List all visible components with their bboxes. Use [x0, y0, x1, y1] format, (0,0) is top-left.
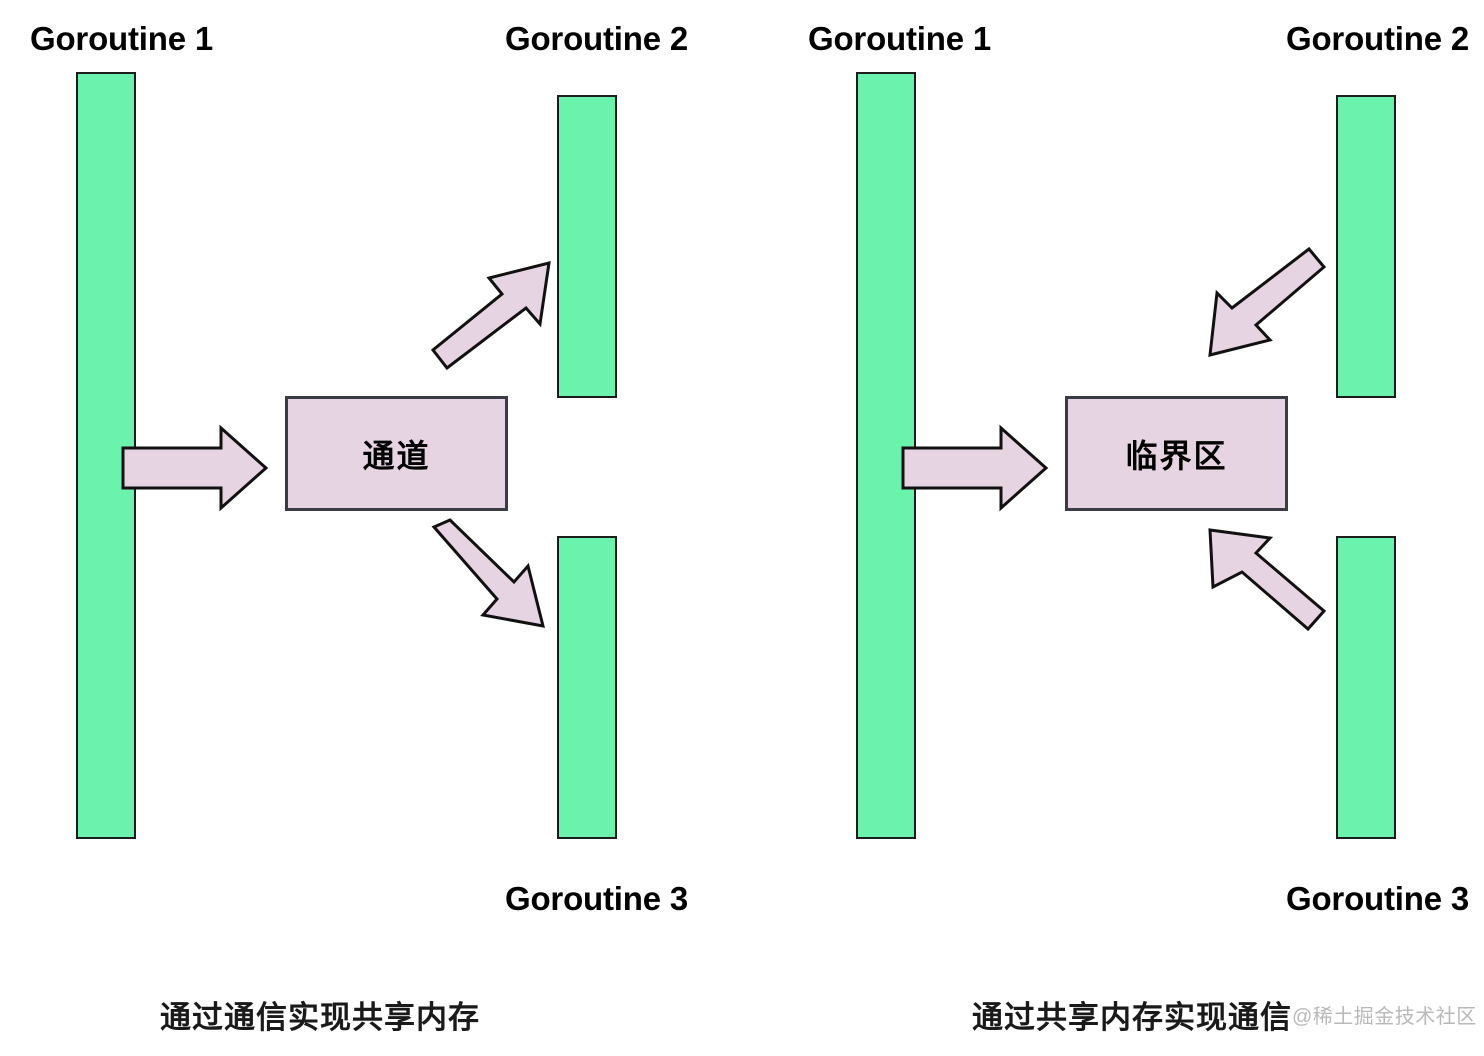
watermark-label: @稀土掘金技术社区	[1292, 1006, 1477, 1028]
right-panel-goroutine3-bar	[1336, 536, 1396, 839]
right-panel-arrow-g3-to-critical-section	[1208, 528, 1327, 632]
left-panel-goroutine3-label: Goroutine 3	[505, 880, 688, 917]
right-panel-goroutine2-label: Goroutine 2	[1286, 20, 1469, 57]
right-panel-arrow-g2-to-critical-section	[1208, 246, 1327, 357]
right-panel-goroutine1-label: Goroutine 1	[808, 20, 991, 57]
left-panel-channel-box: 通道	[285, 396, 508, 511]
left-panel-goroutine1-label: Goroutine 1	[30, 20, 213, 57]
left-panel-goroutine2-label: Goroutine 2	[505, 20, 688, 57]
right-panel-critical-section-box-label: 临界区	[1125, 437, 1228, 474]
left-panel-arrow-g1-to-channel	[121, 424, 269, 512]
left-panel-goroutine2-bar	[557, 95, 617, 398]
right-panel-goroutine3-label: Goroutine 3	[1286, 880, 1469, 917]
right-panel-arrow-g1-to-critical-section	[901, 424, 1049, 512]
left-panel-arrow-channel-to-g2	[430, 261, 551, 371]
right-panel-caption: 通过共享内存实现通信	[972, 1000, 1292, 1035]
right-panel-goroutine2-bar	[1336, 95, 1396, 398]
left-panel-arrow-channel-to-g3	[431, 518, 546, 628]
left-panel-goroutine3-bar	[557, 536, 617, 839]
right-panel-critical-section-box: 临界区	[1065, 396, 1288, 511]
left-panel-channel-box-label: 通道	[362, 437, 431, 474]
left-panel-caption: 通过通信实现共享内存	[160, 1000, 480, 1035]
